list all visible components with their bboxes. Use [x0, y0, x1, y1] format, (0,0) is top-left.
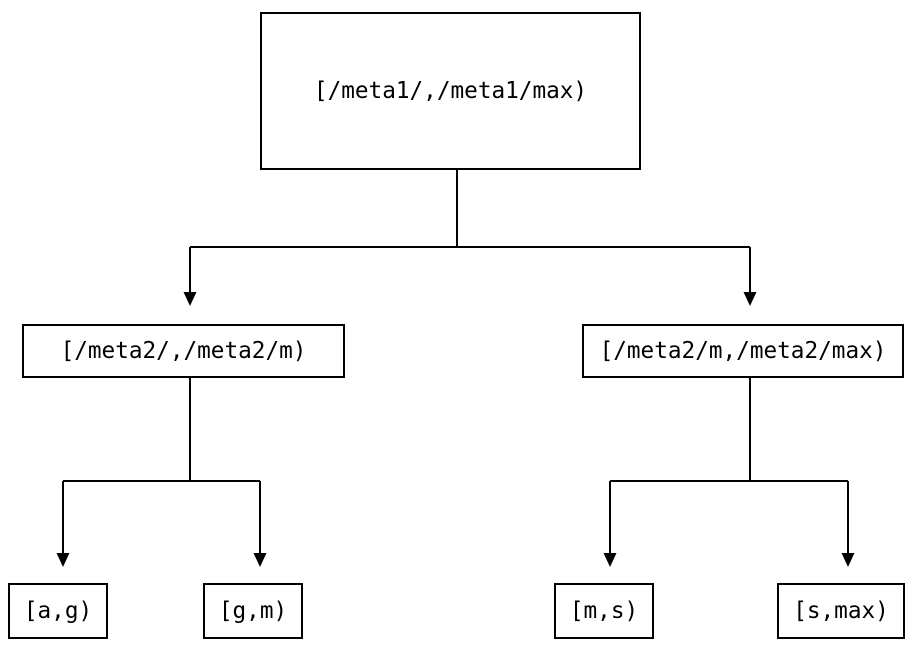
edge-left-to-leaves — [62, 378, 261, 553]
arrowhead-down-icon — [253, 553, 267, 567]
arrowhead-down-icon — [603, 553, 617, 567]
node-right-interval: [/meta2/m,/meta2/max) — [582, 324, 904, 378]
arrowhead-down-icon — [183, 292, 197, 306]
node-root-interval: [/meta1/,/meta1/max) — [260, 12, 641, 170]
arrowhead-down-icon — [841, 553, 855, 567]
node-left-interval: [/meta2/,/meta2/m) — [22, 324, 345, 378]
edge-right-to-leaves — [609, 378, 849, 553]
node-leaf-m-s: [m,s) — [554, 583, 654, 639]
edge-root-to-children — [189, 170, 751, 292]
node-leaf-a-g: [a,g) — [8, 583, 108, 639]
node-leaf-s-max: [s,max) — [777, 583, 905, 639]
arrowhead-down-icon — [56, 553, 70, 567]
arrowhead-down-icon — [743, 292, 757, 306]
node-leaf-g-m: [g,m) — [203, 583, 303, 639]
